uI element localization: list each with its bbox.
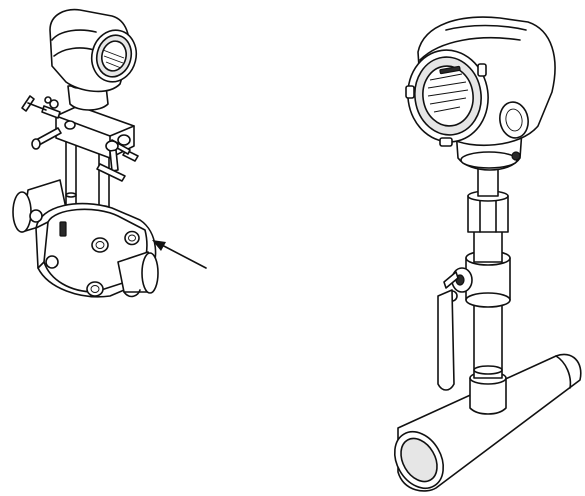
right-housing-cover [405, 49, 489, 147]
manifold-valve-handles [21, 95, 139, 182]
right-process-pipe [393, 353, 582, 492]
flange-bolts [29, 209, 140, 297]
right-transmitter-assembly [393, 16, 582, 492]
left-pipe-outlet [117, 251, 159, 298]
upper-riser-pipe [467, 165, 509, 263]
left-transmitter-assembly [12, 8, 207, 298]
lower-riser-pipe [473, 297, 503, 379]
valve-handle [437, 289, 455, 391]
flow-direction-arrow [152, 240, 207, 269]
left-housing-cover [90, 29, 138, 83]
